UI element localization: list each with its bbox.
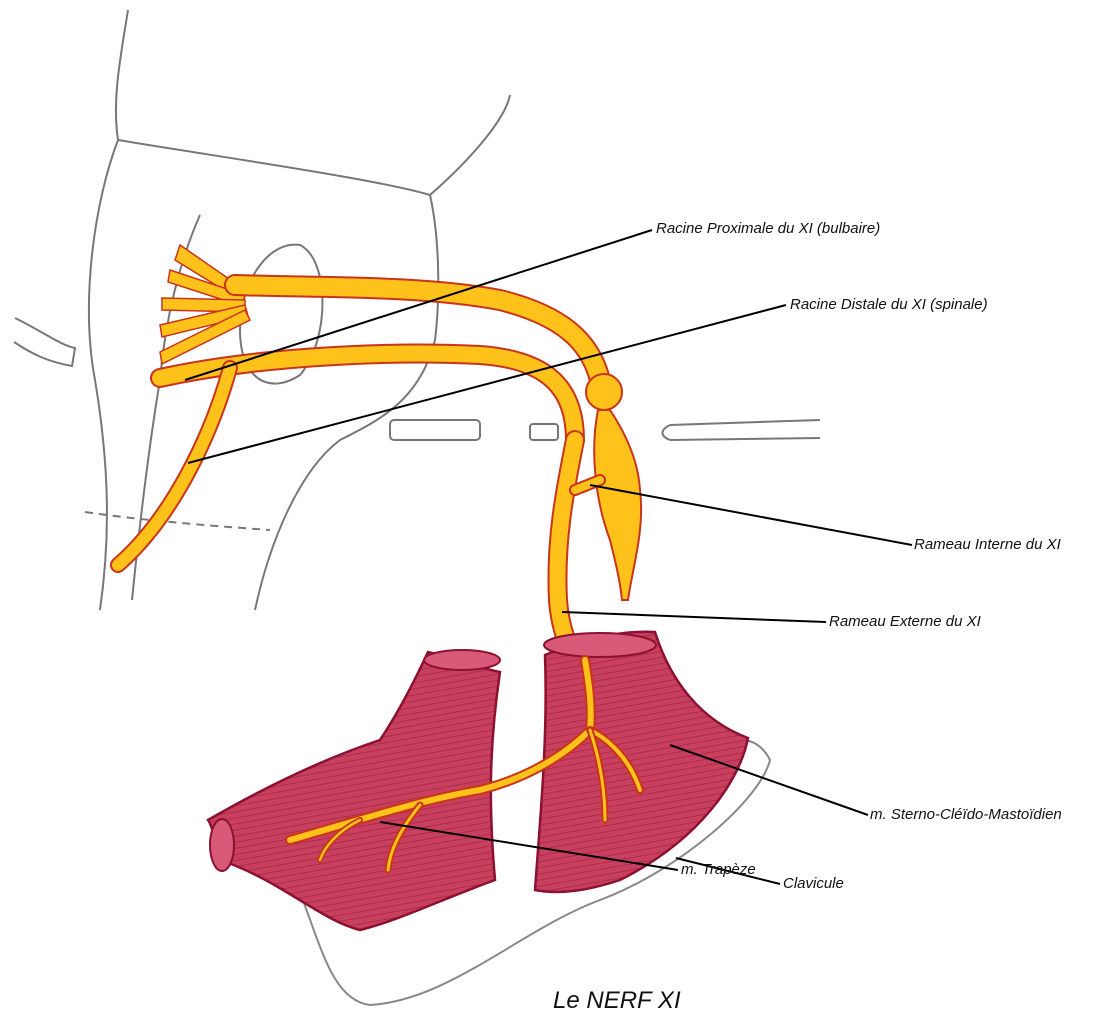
skull-outline <box>14 10 510 610</box>
figure-caption: Le NERF XI <box>553 987 681 1015</box>
label-rameau-interne: Rameau Interne du XI <box>914 536 1061 554</box>
dashed-boundary <box>85 512 270 530</box>
leader-rameau-externe <box>562 612 826 622</box>
label-rameau-externe: Rameau Externe du XI <box>829 613 981 631</box>
label-racine-distale: Racine Distale du XI (spinale) <box>790 296 988 314</box>
label-racine-proximale: Racine Proximale du XI (bulbaire) <box>656 220 880 238</box>
label-sterno: m. Sterno-Cléïdo-Mastoïdien <box>870 806 1062 824</box>
label-clavicule: Clavicule <box>783 875 844 893</box>
nerve-xi <box>118 245 641 660</box>
label-trapeze: m. Trapèze <box>681 861 756 879</box>
